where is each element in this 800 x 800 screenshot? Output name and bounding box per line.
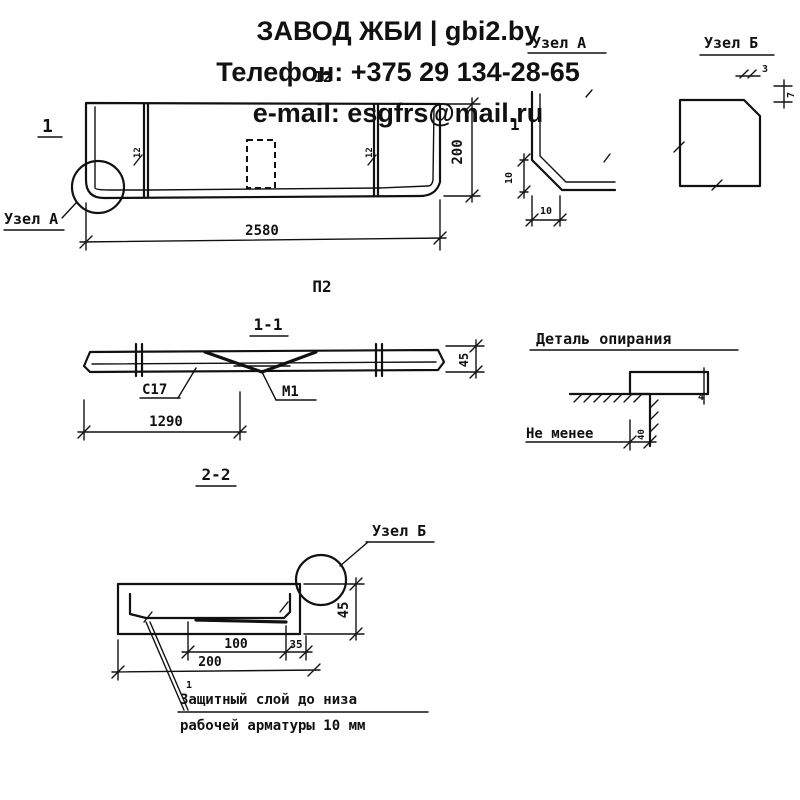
section-2-2-contour bbox=[116, 582, 302, 636]
node-b-dim-b: 7 bbox=[786, 92, 797, 98]
mounting-loop-section bbox=[203, 350, 318, 374]
section-2-2-height-dim: 45 bbox=[336, 602, 352, 619]
section-1-1-title: 1-1 bbox=[254, 315, 283, 334]
node-b-title: Узел Б bbox=[704, 34, 758, 52]
section-2-2-dim-35: 35 bbox=[289, 638, 302, 651]
protective-layer-note-line2: рабочей арматуры 10 мм bbox=[180, 718, 365, 734]
support-detail: Деталь опирания 4 Не менее 40 bbox=[525, 330, 739, 451]
node-a-dim-v: 10 bbox=[504, 172, 515, 184]
support-detail-title: Деталь опирания bbox=[536, 330, 671, 348]
top-view-length-dim: 2580 bbox=[245, 223, 279, 239]
top-view: 1 Узел А 2580 200 bbox=[3, 68, 481, 251]
product-mark: П2 bbox=[312, 277, 331, 296]
support-dim: 40 bbox=[637, 429, 647, 440]
node-b-dim-a: 3 bbox=[762, 64, 768, 75]
header-phone: Телефон: +375 29 134-28-65 bbox=[216, 57, 580, 87]
node-a-detail: Узел А 10 10 1 bbox=[504, 34, 617, 227]
section-2-2-title: 2-2 bbox=[202, 465, 231, 484]
section-2-2: 2-2 Узел Б 45 100 35 200 bbox=[111, 465, 435, 734]
section-1-1-length-dim: 1290 bbox=[149, 414, 183, 430]
section-1-1: 1-1 С17 М1 45 1290 bbox=[77, 315, 485, 441]
section-2-2-mark: 1 bbox=[186, 680, 192, 691]
node-a-mark: 1 bbox=[510, 115, 520, 134]
section-2-2-dim-200: 200 bbox=[198, 655, 222, 670]
node-a-title: Узел А bbox=[532, 34, 586, 52]
top-view-mark-12-right: 12 bbox=[365, 147, 375, 158]
top-view-mark: 1 bbox=[42, 116, 53, 137]
node-b-detail: Узел Б 3 7 bbox=[673, 34, 797, 191]
mounting-loop bbox=[246, 139, 276, 189]
label-m1: М1 bbox=[282, 384, 299, 400]
node-a-callout: Узел А bbox=[4, 210, 58, 228]
section-2-2-node-b-callout: Узел Б bbox=[372, 522, 426, 540]
top-view-height-dim: 200 bbox=[450, 139, 466, 164]
node-a-circle bbox=[70, 159, 126, 215]
header-title: ЗАВОД ЖБИ | gbi2.by bbox=[257, 16, 540, 46]
section-2-2-dim-100: 100 bbox=[224, 637, 248, 652]
node-b-circle bbox=[294, 553, 348, 607]
top-view-mark-12: 12 bbox=[314, 68, 332, 86]
top-view-contour bbox=[84, 101, 442, 200]
node-a-dim-h: 10 bbox=[540, 206, 552, 217]
protective-layer-note-line1: Защитный слой до низа bbox=[180, 692, 357, 708]
header: ЗАВОД ЖБИ | gbi2.by Телефон: +375 29 134… bbox=[216, 16, 580, 128]
label-c17: С17 bbox=[142, 382, 167, 398]
support-side-dim: 4 bbox=[698, 392, 704, 403]
section-1-1-height-dim: 45 bbox=[457, 353, 471, 367]
top-view-mark-12-left: 12 bbox=[133, 147, 143, 158]
support-label-not-less: Не менее bbox=[526, 426, 593, 442]
